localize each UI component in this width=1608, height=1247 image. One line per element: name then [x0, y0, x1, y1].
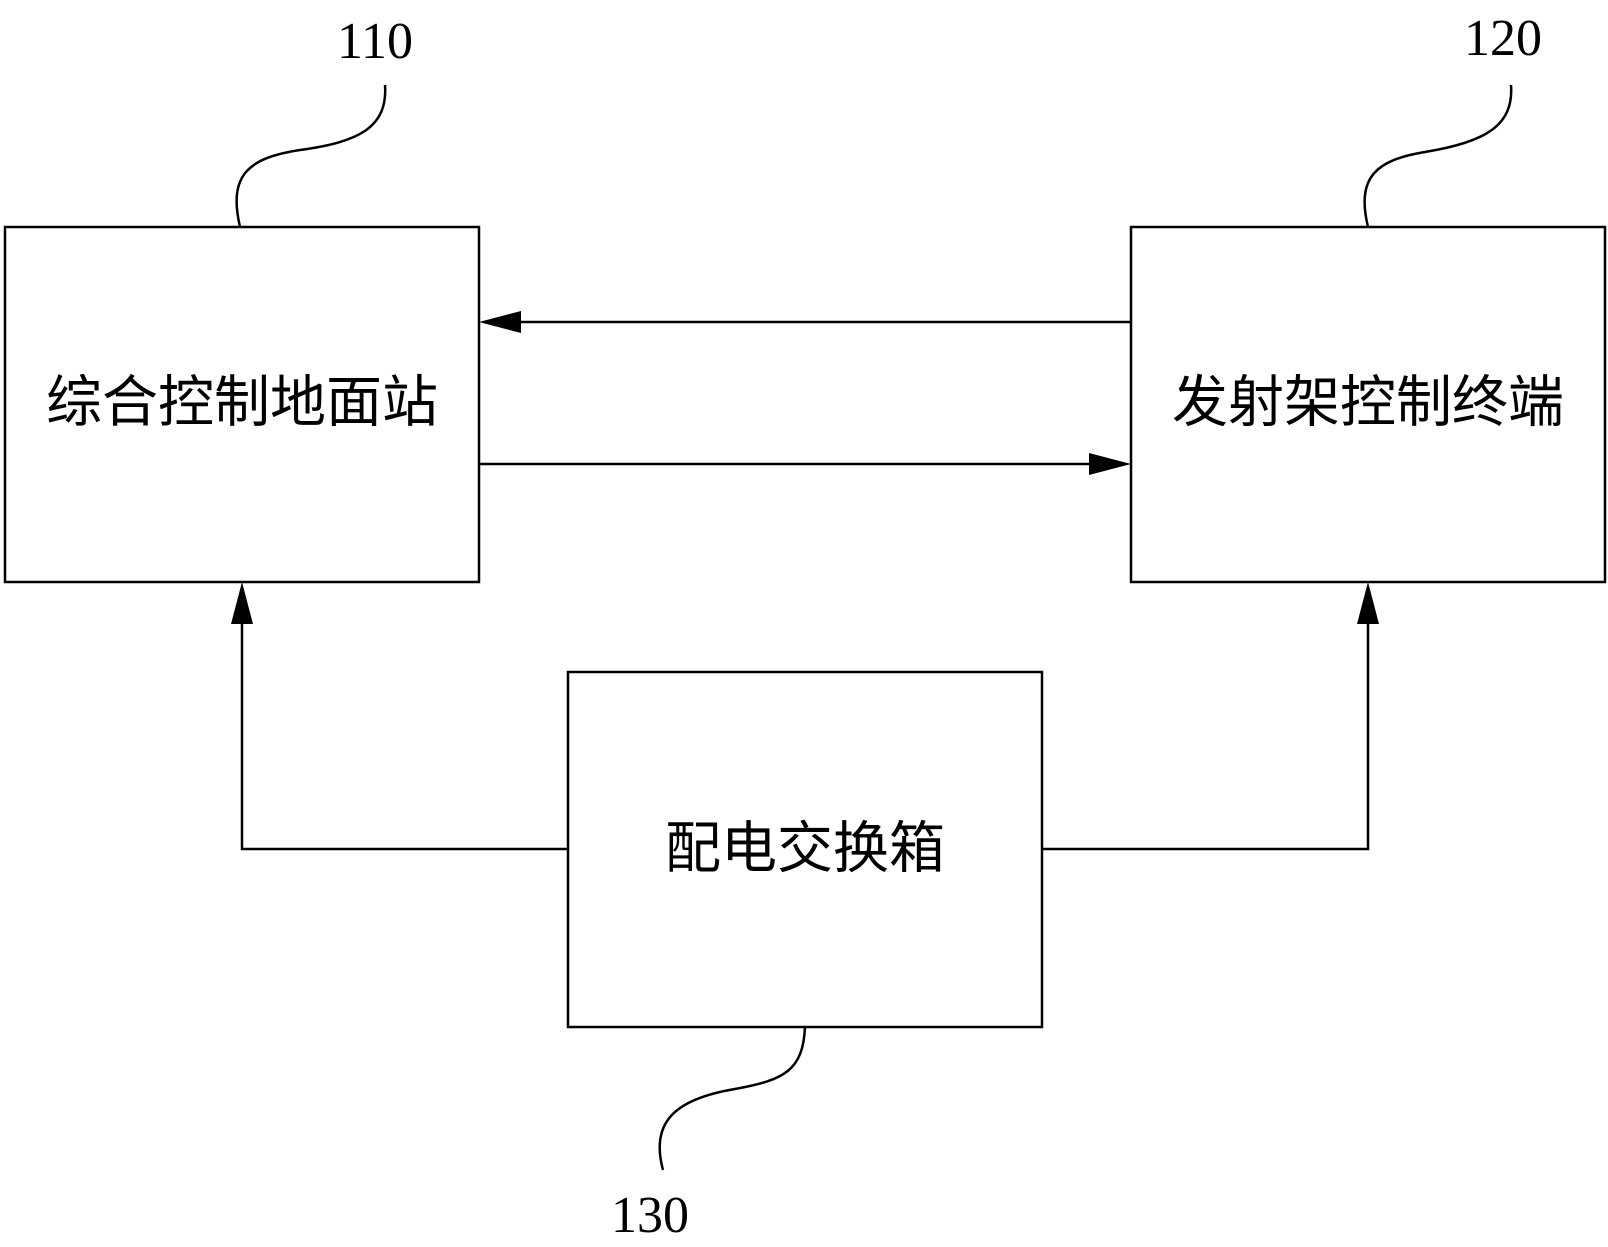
arrow-station-to-launcher — [479, 453, 1131, 475]
arrow-power-to-station-shaft — [242, 618, 568, 849]
arrow-power-to-launcher-shaft — [1042, 618, 1368, 849]
leader-110 — [237, 85, 386, 227]
arrow-power-to-station-head — [231, 582, 253, 624]
power-box-label: 配电交换箱 — [665, 817, 945, 882]
launcher-terminal-block: 发射架控制终端 — [1131, 227, 1605, 582]
arrow-launcher-to-station — [479, 311, 1131, 333]
arrow-power-to-launcher-head — [1357, 582, 1379, 624]
ground-station-block: 综合控制地面站 — [5, 227, 479, 582]
arrow-power-to-station — [231, 582, 568, 849]
leader-130 — [660, 1027, 805, 1170]
launcher-terminal-label: 发射架控制终端 — [1172, 371, 1564, 436]
arrow-launcher-to-station-head — [479, 311, 521, 333]
leader-120 — [1365, 85, 1512, 227]
arrow-station-to-launcher-head — [1089, 453, 1131, 475]
ref-120-label: 120 — [1464, 10, 1542, 67]
ground-station-label: 综合控制地面站 — [46, 371, 438, 436]
ref-130-label: 130 — [611, 1187, 689, 1244]
arrow-power-to-launcher — [1042, 582, 1379, 849]
power-box-block: 配电交换箱 — [568, 672, 1042, 1027]
ref-110-label: 110 — [337, 13, 413, 70]
